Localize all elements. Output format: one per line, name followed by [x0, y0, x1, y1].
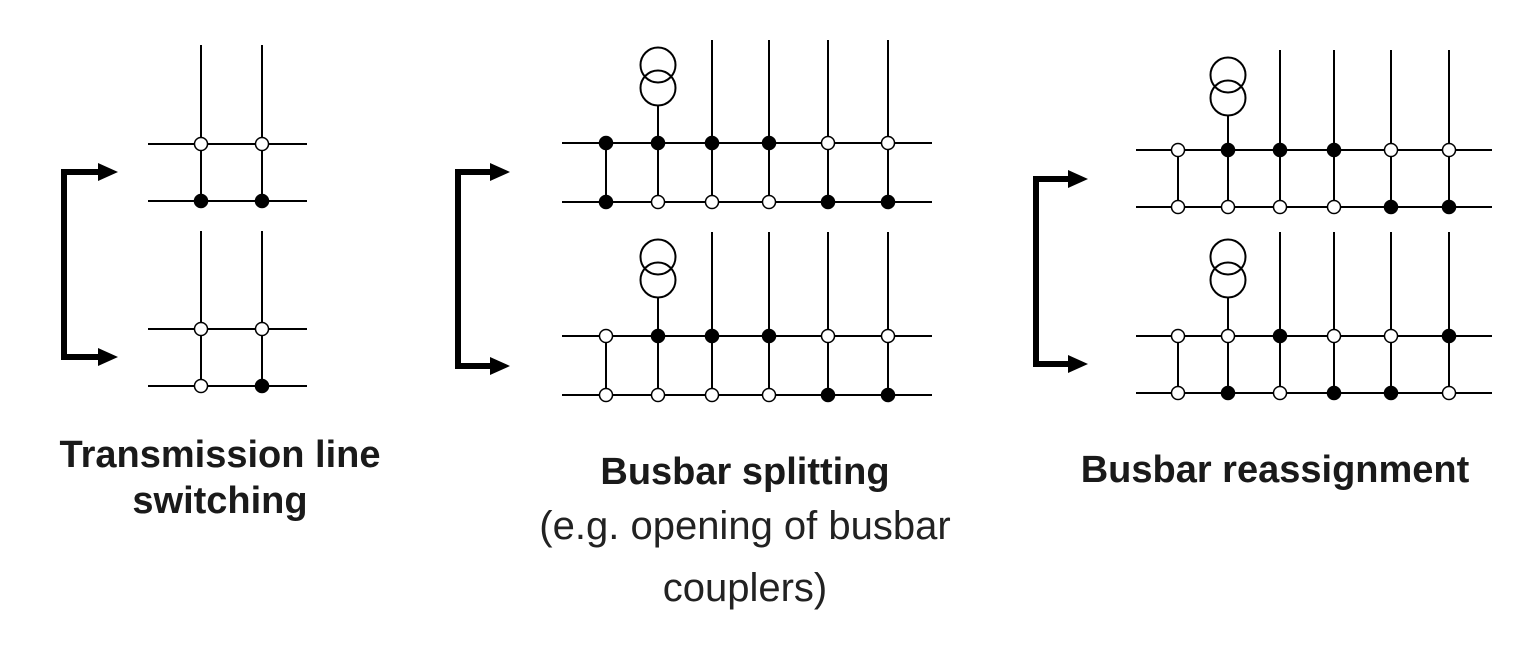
coupler-switch-upper — [598, 135, 614, 151]
arrow-head-top — [490, 163, 510, 181]
coupler-switch-lower — [598, 387, 614, 403]
transition-bracket — [61, 169, 106, 360]
switch-lower-bus — [1326, 199, 1342, 215]
transition-bracket — [1033, 176, 1076, 367]
switch-upper-bus — [1272, 328, 1288, 344]
switch-lower-bus — [1441, 385, 1457, 401]
panel-line-switching — [61, 45, 307, 394]
coupler-switch-upper — [1170, 328, 1186, 344]
panel-busbar-reassignment — [1033, 50, 1492, 401]
substation-after — [562, 232, 932, 403]
coupler-switch-upper — [598, 328, 614, 344]
switch-upper-bus — [704, 135, 720, 151]
substation-after — [148, 231, 307, 394]
transformer-winding-1 — [639, 238, 677, 276]
coupler-switch-lower — [1170, 199, 1186, 215]
switch-lower-bus — [1220, 385, 1236, 401]
switch-lower-bus — [254, 193, 270, 209]
transformer-winding-1 — [639, 46, 677, 84]
transformer-winding-2 — [1209, 79, 1247, 117]
switch-upper-bus — [1441, 142, 1457, 158]
switch-lower-bus — [1272, 199, 1288, 215]
switch-lower-bus — [880, 387, 896, 403]
arrow-head-top — [98, 163, 118, 181]
switch-upper-bus — [704, 328, 720, 344]
transition-bracket — [455, 169, 498, 369]
arrow-head-bottom — [98, 348, 118, 366]
switch-upper-bus — [1272, 142, 1288, 158]
caption-busbar-reassignment-title: Busbar reassignment — [1080, 449, 1470, 491]
arrow-head-bottom — [1068, 355, 1088, 373]
switch-upper-bus — [761, 328, 777, 344]
transformer-winding-2 — [639, 261, 677, 299]
switch-upper-bus — [1326, 142, 1342, 158]
transformer-winding-1 — [1209, 56, 1247, 94]
switch-lower-bus — [193, 378, 209, 394]
switch-upper-bus — [880, 328, 896, 344]
switch-upper-bus — [650, 328, 666, 344]
switch-lower-bus — [761, 194, 777, 210]
switch-lower-bus — [1441, 199, 1457, 215]
switch-lower-bus — [820, 387, 836, 403]
switch-upper-bus — [1441, 328, 1457, 344]
switch-upper-bus — [880, 135, 896, 151]
coupler-switch-upper — [1170, 142, 1186, 158]
arrow-head-top — [1068, 170, 1088, 188]
switch-upper-bus — [1326, 328, 1342, 344]
switch-upper-bus — [1383, 142, 1399, 158]
switch-lower-bus — [1383, 385, 1399, 401]
switch-lower-bus — [880, 194, 896, 210]
substation-after — [1136, 232, 1492, 401]
switch-lower-bus — [820, 194, 836, 210]
switch-lower-bus — [1272, 385, 1288, 401]
coupler-switch-lower — [1170, 385, 1186, 401]
switch-upper-bus — [820, 328, 836, 344]
switch-upper-bus — [650, 135, 666, 151]
arrow-head-bottom — [490, 357, 510, 375]
caption-line-switching: Transmission line switching — [20, 432, 420, 524]
caption-busbar-splitting-title: Busbar splitting — [600, 451, 890, 493]
switch-upper-bus — [193, 136, 209, 152]
switch-lower-bus — [704, 387, 720, 403]
substation-before — [148, 45, 307, 209]
switch-lower-bus — [650, 387, 666, 403]
panel-busbar-splitting — [455, 40, 932, 403]
transformer-winding-2 — [639, 69, 677, 107]
caption-busbar-splitting-subtitle: (e.g. opening of busbar couplers) — [539, 504, 951, 610]
coupler-switch-lower — [598, 194, 614, 210]
caption-busbar-splitting: Busbar splitting (e.g. opening of busbar… — [470, 449, 1020, 619]
transformer-winding-2 — [1209, 261, 1247, 299]
switch-lower-bus — [704, 194, 720, 210]
switch-upper-bus — [254, 136, 270, 152]
switch-upper-bus — [1383, 328, 1399, 344]
switch-upper-bus — [254, 321, 270, 337]
switch-lower-bus — [1326, 385, 1342, 401]
switch-lower-bus — [1220, 199, 1236, 215]
switch-lower-bus — [193, 193, 209, 209]
transformer-winding-1 — [1209, 238, 1247, 276]
substation-before — [1136, 50, 1492, 215]
switch-upper-bus — [761, 135, 777, 151]
switch-upper-bus — [193, 321, 209, 337]
switch-upper-bus — [820, 135, 836, 151]
switch-lower-bus — [1383, 199, 1399, 215]
caption-busbar-reassignment: Busbar reassignment — [1040, 447, 1510, 493]
switch-upper-bus — [1220, 142, 1236, 158]
switch-lower-bus — [761, 387, 777, 403]
switch-upper-bus — [1220, 328, 1236, 344]
switch-lower-bus — [650, 194, 666, 210]
caption-line-switching-title: Transmission line switching — [59, 434, 381, 522]
substation-before — [562, 40, 932, 210]
switch-lower-bus — [254, 378, 270, 394]
